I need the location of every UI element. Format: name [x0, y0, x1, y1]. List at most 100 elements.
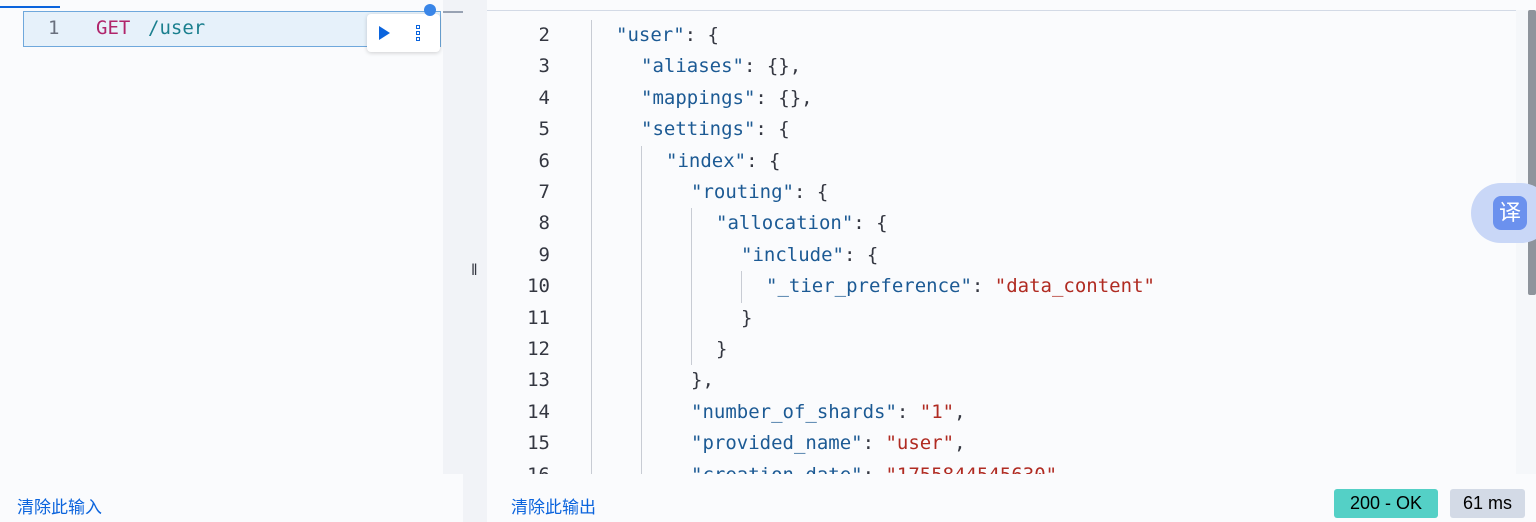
code-line: 12}: [487, 334, 1516, 365]
code-line: 5 "settings": {: [487, 114, 1516, 145]
line-number: 2: [538, 24, 550, 46]
line-number: 16: [527, 463, 550, 475]
json-key: "index": [666, 149, 747, 172]
scroll-thumb[interactable]: [1528, 10, 1536, 295]
json-punct: }: [741, 306, 753, 329]
indent-guide: [591, 20, 592, 475]
line-number: 6: [538, 149, 550, 172]
json-punct: : {: [843, 243, 879, 266]
play-icon[interactable]: [379, 26, 390, 40]
json-key: "aliases": [641, 55, 744, 78]
code-text: "index": {: [666, 150, 780, 172]
json-key: "settings": [641, 118, 756, 141]
json-key: "user": [616, 24, 685, 46]
request-editor-pane[interactable]: 1 GET /user: [0, 0, 444, 474]
request-method: GET: [96, 17, 131, 39]
code-line: 7 "routing": {: [487, 177, 1516, 208]
code-text: }: [716, 338, 727, 360]
translate-icon: 译: [1493, 196, 1527, 230]
json-punct: : {},: [755, 86, 813, 109]
divider-top-bar: [443, 11, 463, 13]
status-badge: 200 - OK: [1334, 489, 1438, 518]
json-string: "1": [919, 400, 955, 423]
json-punct: ,: [954, 432, 966, 455]
json-punct: }: [716, 338, 728, 360]
json-punct: :: [971, 275, 995, 298]
response-viewer[interactable]: 2"user": {3"aliases": {},4"mappings": {}…: [487, 10, 1516, 475]
code-text: "include": {: [741, 244, 878, 266]
line-number: 3: [538, 55, 550, 78]
json-punct: :: [896, 400, 920, 423]
code-line: 13},: [487, 365, 1516, 396]
line-number: 8: [538, 212, 550, 235]
code-text: "mappings": {},: [641, 87, 813, 109]
code-text: "user": {: [616, 24, 719, 46]
request-footer: 清除此输入: [0, 474, 463, 522]
code-text: "allocation": {: [716, 212, 888, 234]
json-string: "data_content": [994, 275, 1155, 298]
json-punct: :: [862, 463, 886, 475]
line-number: 12: [527, 338, 550, 360]
translate-button[interactable]: 译: [1471, 183, 1536, 243]
clear-output-link[interactable]: 清除此输出: [511, 498, 596, 517]
code-line: 2 "user": {: [487, 20, 1516, 51]
line-number: 4: [538, 86, 550, 109]
json-key: "number_of_shards": [691, 400, 897, 423]
json-key: "mappings": [641, 86, 756, 109]
code-line: 6 "index": {: [487, 146, 1516, 177]
json-key: "routing": [691, 181, 794, 203]
line-number: 5: [538, 118, 550, 141]
code-text: "routing": {: [691, 181, 828, 203]
json-punct: : {},: [743, 55, 802, 78]
code-text: "settings": {: [641, 118, 790, 140]
code-text: "provided_name": "user",: [691, 432, 966, 454]
code-text: "number_of_shards": "1",: [691, 401, 966, 423]
json-punct: :: [862, 432, 886, 455]
json-punct: : {: [684, 24, 719, 46]
indent-guide: [741, 271, 742, 303]
request-actions: [367, 14, 440, 52]
code-text: "_tier_preference": "data_content": [766, 275, 1155, 297]
line-number: 15: [527, 432, 550, 455]
code-text: "aliases": {},: [641, 55, 801, 77]
line-number: 13: [527, 369, 550, 392]
code-text: },: [691, 369, 714, 391]
json-punct: ,: [954, 400, 966, 423]
json-punct: : {: [793, 181, 829, 203]
request-line-number: 1: [48, 17, 60, 39]
clear-input-link[interactable]: 清除此输入: [17, 498, 102, 517]
code-line: 8 "allocation": {: [487, 208, 1516, 239]
code-line: 10 "_tier_preference": "data_content": [487, 271, 1516, 302]
json-key: "include": [741, 243, 844, 266]
focus-dot: [424, 4, 436, 16]
json-punct: },: [691, 369, 714, 392]
json-key: "allocation": [716, 212, 854, 235]
line-number: 7: [538, 181, 550, 203]
json-key: "_tier_preference": [766, 275, 972, 298]
tab-indicator: [0, 6, 60, 8]
json-string: "1755844545630": [885, 463, 1058, 475]
resize-handle-icon[interactable]: ‖: [471, 262, 478, 279]
code-line: 14 "number_of_shards": "1",: [487, 397, 1516, 428]
code-line: 3 "aliases": {},: [487, 51, 1516, 82]
code-line: 15 "provided_name": "user",: [487, 428, 1516, 459]
code-line: 11}: [487, 303, 1516, 334]
line-number: 9: [538, 243, 550, 266]
json-punct: : {: [853, 212, 888, 235]
json-string: "user": [885, 432, 955, 455]
code-line: 4 "mappings": {},: [487, 83, 1516, 114]
request-path: /user: [148, 17, 206, 39]
code-line: 9 "include": {: [487, 240, 1516, 271]
line-number: 10: [527, 275, 550, 298]
line-number: 11: [527, 306, 550, 329]
json-key: "creation_date": [691, 463, 863, 475]
kebab-icon[interactable]: [415, 25, 421, 43]
json-punct: : {: [755, 118, 790, 141]
json-key: "provided_name": [691, 432, 863, 455]
code-line: 16 "creation_date": "1755844545630": [487, 460, 1516, 475]
pane-divider[interactable]: ‖: [443, 0, 487, 522]
line-number: 14: [527, 400, 550, 423]
response-footer: 清除此输出 200 - OK 61 ms: [487, 474, 1536, 522]
code-text: "creation_date": "1755844545630": [691, 464, 1057, 475]
duration-badge: 61 ms: [1450, 489, 1525, 518]
